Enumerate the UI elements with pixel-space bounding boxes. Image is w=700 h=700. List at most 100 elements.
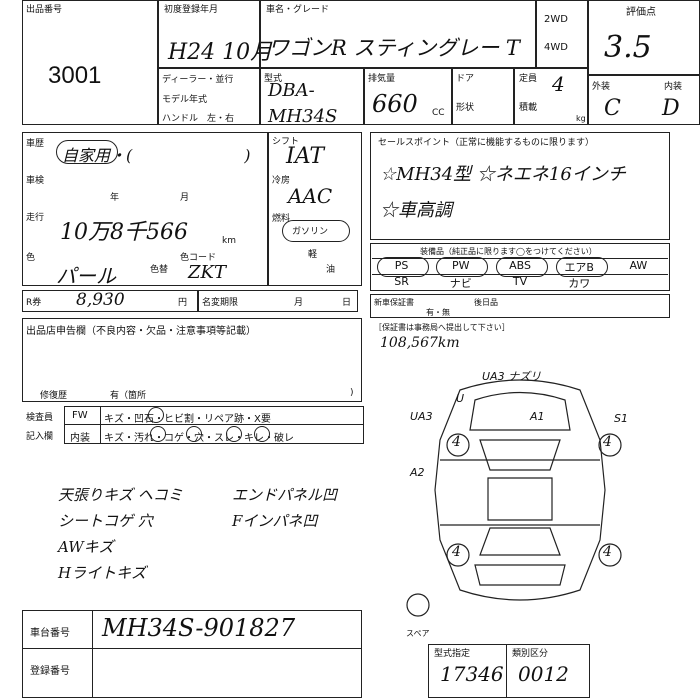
cc-label: CC <box>432 108 445 118</box>
chassis-label: 車台番号 <box>30 628 70 639</box>
warranty-value: 有・無 <box>426 308 450 317</box>
fuel-gasoline-circle <box>282 220 350 242</box>
recycle-box <box>22 290 198 312</box>
reg-box <box>158 0 260 68</box>
circle-burn <box>186 426 202 442</box>
car-outline <box>434 379 606 601</box>
equipment-row-2: SR ナビ TV カワ <box>372 274 668 290</box>
car-trunk <box>474 564 566 586</box>
inspector-fw: FW <box>72 410 88 421</box>
car-roof <box>487 477 553 521</box>
ac-label: 冷房 <box>272 176 291 186</box>
equip-airbag: エアB <box>564 261 594 274</box>
selling-box <box>370 132 670 240</box>
lot-number: 3001 <box>48 62 102 89</box>
tire-rr <box>598 543 622 567</box>
equip-leather: カワ <box>568 277 591 290</box>
tire-value-fl: 4 <box>452 434 461 450</box>
inspector-table <box>64 406 364 444</box>
capacity-value: 4 <box>552 72 565 96</box>
warranty-handwritten: 108,567km <box>380 335 460 351</box>
typespec-box <box>428 644 590 698</box>
lot-label: 出品番号 <box>26 5 63 15</box>
warranty-box <box>370 294 670 318</box>
equip-pw: PW <box>452 259 470 272</box>
warranty-label: 新車保証書 <box>374 298 414 307</box>
spare-tire <box>406 593 430 617</box>
mileage-value: 10万8千566 <box>60 220 188 245</box>
dealer-box <box>158 68 260 125</box>
name-box <box>260 0 536 68</box>
repair-value: 有（箇所 <box>110 391 147 401</box>
equip-ps: PS <box>394 259 409 272</box>
seller-box <box>22 318 362 402</box>
note-left-1: 天張りキズ ヘコミ <box>58 486 183 504</box>
typespec-value: 17346 <box>440 662 504 686</box>
fuel-oil: 油 <box>326 265 336 275</box>
drive-box <box>536 0 588 68</box>
car-diagram <box>406 379 622 617</box>
displacement-value: 660 <box>372 90 418 118</box>
inspector-label-2: 記入欄 <box>26 432 54 442</box>
diagram-u: U <box>456 392 465 405</box>
repair-close: ) <box>350 388 354 398</box>
class-label: 類別区分 <box>512 649 549 659</box>
circle-airbag <box>556 257 608 277</box>
inspector-interior: 内装 <box>70 433 90 444</box>
reg-label: 初度登録年月 <box>164 5 219 15</box>
note-left-4: Hライトキズ <box>58 564 147 582</box>
reg-no-label: 登録番号 <box>30 666 70 677</box>
r-label: R券 <box>26 298 42 308</box>
warranty-label-2: 後日品 <box>474 298 498 307</box>
mileage-label: 走行 <box>26 213 45 223</box>
displacement-label: 排気量 <box>368 74 396 84</box>
r-value: 8,930 <box>76 290 125 310</box>
inspector-col-divider <box>100 406 101 444</box>
ac-value: AAC <box>288 184 333 208</box>
equipment-label: 装備品（純正品に限ります◯をつけてください） <box>420 247 597 256</box>
lot-box <box>22 0 158 125</box>
circle-ps <box>377 257 429 277</box>
selling-line-1: ☆MH34型 ☆ネエネ16インチ <box>380 164 626 185</box>
fuel-label-text: 燃料 <box>272 214 291 224</box>
equip-sr: SR <box>394 275 409 288</box>
diagram-s1: S1 <box>614 412 628 425</box>
score-value: 3.5 <box>604 30 652 65</box>
tire-value-fr: 4 <box>603 434 612 450</box>
car-hood <box>469 391 571 431</box>
note-right-1: エンドパネル凹 <box>232 486 338 504</box>
name-value: ワゴンR スティングレー T <box>268 36 520 60</box>
kg-label: kg <box>576 114 586 123</box>
equipment-row-1: PS PW ABS エアB AW <box>372 258 668 275</box>
type-box <box>260 68 364 125</box>
score-label: 評価点 <box>626 7 656 18</box>
color-label: 色 <box>26 253 36 263</box>
fuel-gasoline: ガソリン <box>292 227 329 237</box>
name-label: 車名・グレード <box>266 5 330 15</box>
chassis-value: MH34S-901827 <box>102 614 296 642</box>
equipment-box <box>370 243 670 291</box>
typespec-label: 型式指定 <box>434 649 471 659</box>
diagram-a2: A2 <box>410 466 425 479</box>
yen-label: 円 <box>178 298 188 308</box>
equip-tv: TV <box>512 275 528 288</box>
car-rear-window <box>479 527 561 556</box>
circle-dirt <box>150 426 166 442</box>
history-circle <box>56 140 118 164</box>
shift-label: シフト <box>272 137 300 147</box>
car-windshield <box>479 439 561 471</box>
color-code-label: 色コード <box>180 253 217 263</box>
color-change-label: 色替 <box>150 265 169 275</box>
door-box <box>452 68 514 125</box>
tire-value-rr: 4 <box>603 544 612 560</box>
model-year-label: モデル年式 <box>162 95 208 105</box>
load-label: 積載 <box>519 103 538 113</box>
reg-value: H24 10月 <box>168 40 273 65</box>
meigi-label: 名変期限 <box>202 298 239 308</box>
type-label: 型式 <box>264 74 283 84</box>
drive-4wd: 4WD <box>544 42 568 53</box>
shift-value: IAT <box>286 144 325 169</box>
history-box <box>22 132 268 286</box>
tire-rl <box>446 543 470 567</box>
selling-line-2: ☆車高調 <box>380 200 452 221</box>
